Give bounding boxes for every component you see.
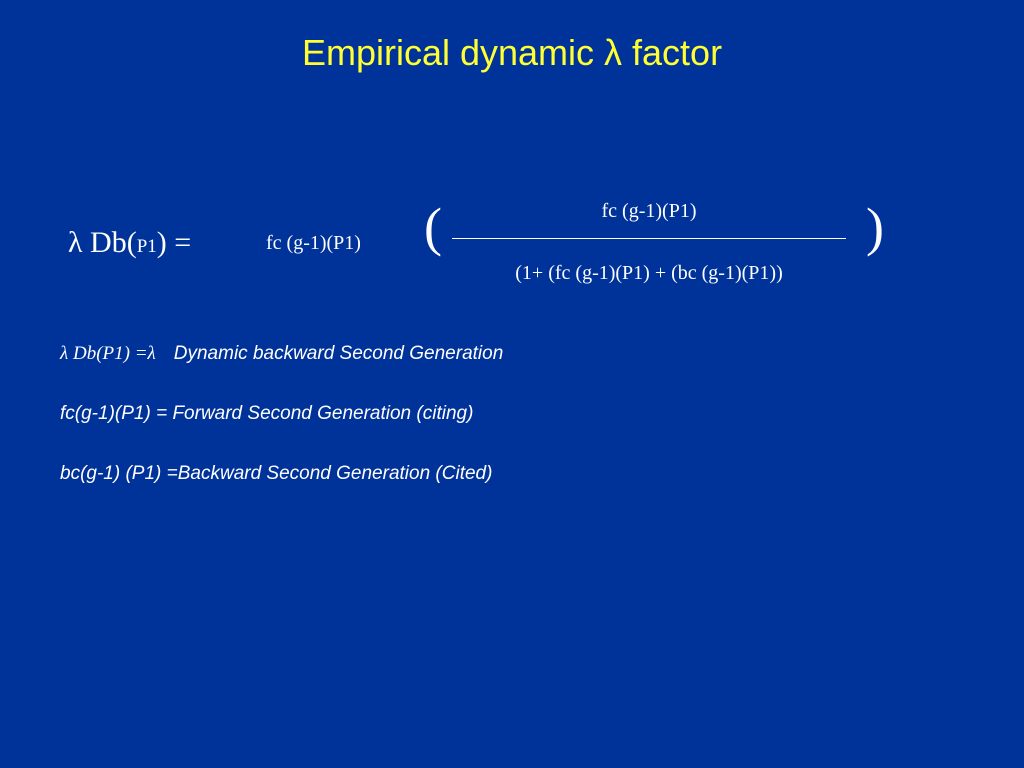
equation-lhs-subscript: P1 xyxy=(136,236,157,257)
definition-forward: fc(g-1)(P1) = Forward Second Generation … xyxy=(60,403,474,424)
equation-lhs-end: ) = xyxy=(156,226,192,259)
equation-factor: fc (g-1)(P1) xyxy=(266,232,361,254)
equation-lhs-main: λ Db( xyxy=(68,226,137,259)
definition-lambda-text: Dynamic backward Second Generation xyxy=(173,343,504,364)
equation-denominator: (1+ (fc (g-1)(P1) + (bc (g-1)(P1)) xyxy=(515,262,783,284)
equation-lhs: λ Db(P1) = xyxy=(68,226,191,260)
definition-lambda: λ Db(P1) =λ Dynamic backward Second Gener… xyxy=(60,343,503,365)
definition-lambda-symbol: λ Db(P1) =λ xyxy=(60,343,156,364)
equation-numerator: fc (g-1)(P1) xyxy=(601,200,697,222)
equation-paren-close: ) xyxy=(866,197,884,257)
equation-paren-open: ( xyxy=(424,197,442,257)
equation-fraction-line xyxy=(452,238,846,239)
definition-backward: bc(g-1) (P1) =Backward Second Generation… xyxy=(60,463,493,484)
slide-title: Empirical dynamic λ factor xyxy=(301,32,723,73)
